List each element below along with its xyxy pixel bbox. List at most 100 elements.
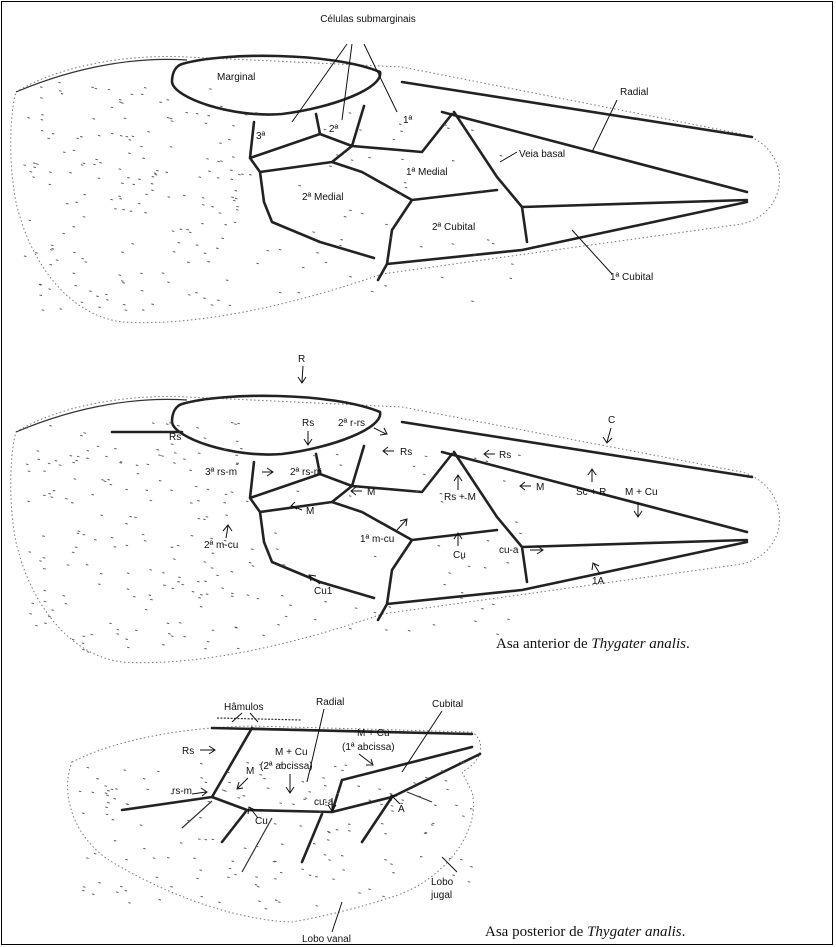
stipple-mark — [227, 772, 230, 773]
stipple-mark — [190, 503, 193, 504]
stipple-mark — [71, 503, 74, 504]
stipple-mark — [446, 789, 449, 790]
stipple-mark — [235, 190, 238, 191]
stipple-mark — [487, 540, 490, 541]
stipple-mark — [256, 846, 258, 847]
stipple-mark — [274, 533, 277, 534]
stipple-mark — [329, 166, 332, 167]
stipple-mark — [69, 173, 72, 174]
stipple-mark — [114, 547, 117, 548]
stipple-mark — [133, 184, 136, 185]
stipple-mark — [484, 568, 487, 569]
stipple-mark — [183, 195, 186, 196]
stipple-mark — [211, 568, 214, 569]
stipple-mark — [159, 899, 162, 900]
stipple-mark — [299, 185, 302, 186]
stipple-mark — [121, 183, 124, 184]
stipple-mark — [186, 229, 189, 230]
stipple-mark — [341, 856, 344, 857]
stipple-mark — [200, 595, 203, 596]
hindwing-diagram: Hâmulos Radial Cubital Rs M + Cu (2ª abc… — [68, 697, 686, 945]
stipple-mark — [198, 518, 201, 519]
stipple-mark — [128, 903, 131, 904]
label-M-Cu-2-sub: (2ª abcissa) — [260, 761, 313, 772]
stipple-mark — [132, 136, 135, 137]
stipple-mark — [83, 636, 86, 637]
stipple-mark — [371, 291, 374, 292]
stipple-mark — [63, 596, 66, 597]
stipple-mark — [89, 291, 92, 292]
stipple-mark — [247, 595, 250, 596]
stipple-mark — [355, 608, 358, 609]
stipple-mark — [166, 172, 169, 173]
label-2-r-rs: 2ª r-rs — [338, 418, 365, 429]
stipple-mark — [297, 491, 300, 492]
stipple-mark — [119, 99, 122, 100]
stipple-mark — [114, 799, 117, 800]
label-Rs-d: Rs — [499, 450, 511, 461]
stipple-mark — [210, 538, 213, 539]
stipple-mark — [327, 831, 330, 832]
stipple-mark — [460, 859, 463, 860]
stipple-mark — [94, 539, 97, 540]
stipple-mark — [470, 809, 473, 810]
stipple-mark — [77, 138, 80, 139]
stipple-mark — [402, 800, 405, 801]
stipple-mark — [452, 161, 455, 162]
stipple-mark — [127, 647, 130, 648]
stipple-mark — [208, 171, 211, 172]
stipple-mark — [205, 123, 208, 124]
stipple-mark — [171, 547, 174, 548]
stipple-mark — [156, 170, 159, 171]
stipple-mark — [256, 263, 259, 264]
stipple-mark — [237, 423, 240, 424]
stipple-mark — [43, 471, 46, 472]
stipple-mark — [75, 460, 78, 461]
stipple-mark — [100, 573, 103, 574]
stipple-mark — [195, 292, 198, 293]
stipple-mark — [198, 453, 201, 454]
stipple-mark — [178, 243, 181, 244]
stipple-mark — [177, 545, 180, 546]
stipple-mark — [146, 490, 149, 491]
stipple-mark — [72, 462, 75, 463]
stipple-mark — [381, 823, 384, 824]
stipple-mark — [263, 778, 266, 779]
stipple-mark — [82, 813, 85, 814]
stipple-mark — [35, 625, 38, 626]
stipple-mark — [170, 147, 173, 148]
stipple-mark — [510, 278, 513, 279]
stipple-mark — [197, 501, 200, 502]
stipple-mark — [115, 789, 118, 790]
stipple-mark — [275, 900, 278, 901]
stipple-mark — [27, 501, 30, 502]
stipple-mark — [207, 641, 210, 642]
stipple-mark — [303, 799, 306, 800]
stipple-mark — [236, 210, 239, 211]
label-cubital-1: 1ª Cubital — [610, 272, 653, 283]
stipple-mark — [231, 197, 234, 198]
stipple-mark — [374, 612, 377, 613]
stipple-mark — [328, 860, 331, 861]
stipple-mark — [319, 468, 322, 469]
stipple-mark — [169, 423, 172, 424]
stipple-mark — [126, 545, 129, 546]
stipple-mark — [59, 91, 62, 92]
stipple-mark — [83, 217, 86, 218]
stipple-mark — [44, 601, 47, 602]
stipple-mark — [267, 250, 270, 251]
stipple-mark — [120, 136, 123, 137]
stipple-mark — [49, 289, 52, 290]
stipple-mark — [460, 598, 463, 599]
stipple-mark — [82, 258, 85, 259]
stipple-mark — [127, 573, 129, 574]
stipple-mark — [173, 463, 176, 464]
stipple-mark — [212, 553, 215, 554]
stipple-mark — [151, 304, 154, 305]
stipple-mark — [204, 438, 207, 439]
label-Cu-hind: Cu — [255, 816, 268, 827]
stipple-mark — [279, 764, 282, 765]
stipple-mark — [33, 177, 36, 178]
stipple-mark — [56, 260, 59, 261]
stipple-mark — [399, 194, 402, 195]
